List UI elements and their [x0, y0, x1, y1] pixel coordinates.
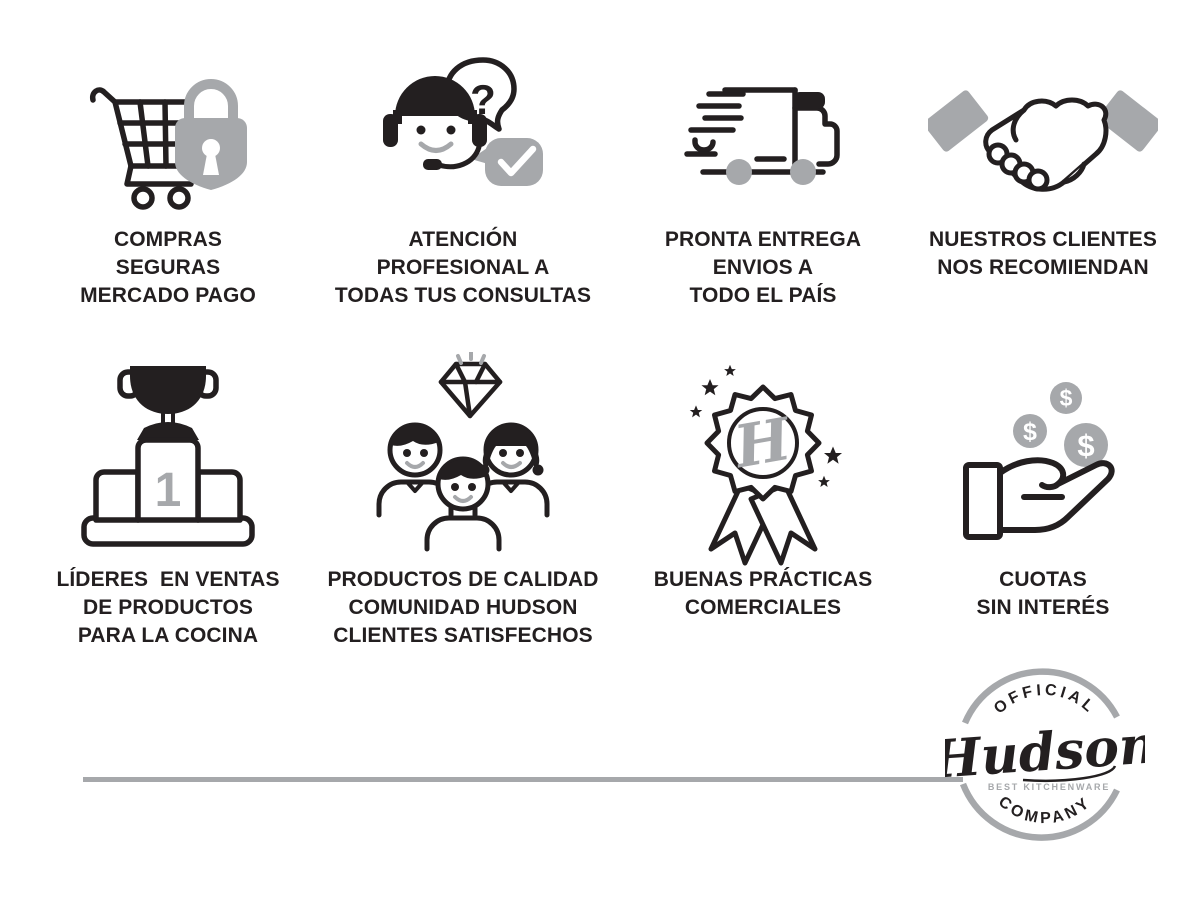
feature-caption: NUESTROS CLIENTES NOS RECOMIENDAN — [903, 226, 1183, 282]
feature-caption: PRODUCTOS DE CALIDAD COMUNIDAD HUDSON CL… — [323, 566, 603, 650]
logo-tagline: BEST KITCHENWARE — [988, 782, 1110, 792]
feature-good-practices: H BUENAS PRÁCTICAS COMERCIALES — [623, 350, 903, 622]
caption-line: TODAS TUS CONSULTAS — [334, 284, 592, 307]
caption-line: NUESTROS CLIENTES — [928, 228, 1158, 251]
logo-top-text: OFFICIAL — [991, 682, 1099, 718]
logo-ring-bottom — [959, 782, 1120, 841]
caption-line: SIN INTERÉS — [976, 596, 1110, 619]
feature-secure-purchases: COMPRAS SEGURAS MERCADO PAGO — [28, 50, 308, 310]
feature-caption: BUENAS PRÁCTICAS COMERCIALES — [623, 566, 903, 622]
coin-currency: $ — [1023, 418, 1037, 446]
caption-line: CUOTAS — [999, 568, 1087, 591]
award-ribbon-icon: H — [623, 350, 903, 566]
trophy-podium-icon: 1 — [28, 350, 308, 566]
divider-line — [83, 777, 963, 782]
hudson-logo: OFFICIAL COMPANY Hudson BEST KITCHENWARE — [945, 660, 1145, 860]
feature-caption: PRONTA ENTREGA ENVIOS A TODO EL PAÍS — [623, 226, 903, 310]
caption-line: PRONTA ENTREGA — [664, 228, 862, 251]
coin-currency: $ — [1060, 385, 1073, 411]
logo-brand: Hudson — [945, 714, 1145, 791]
caption-line: COMUNIDAD HUDSON — [348, 596, 578, 619]
logo-underline-flourish — [1022, 765, 1117, 783]
feature-professional-support: ? — [323, 50, 603, 310]
caption-line: NOS RECOMIENDAN — [937, 256, 1149, 279]
hand-coins-icon: $ $ $ — [903, 350, 1183, 566]
caption-line: CLIENTES SATISFECHOS — [333, 624, 593, 647]
caption-line: SEGURAS — [115, 256, 221, 279]
feature-quality-products: PRODUCTOS DE CALIDAD COMUNIDAD HUDSON CL… — [323, 350, 603, 650]
caption-line: LÍDERES EN VENTAS — [56, 568, 280, 591]
caption-line: COMERCIALES — [684, 596, 842, 619]
coin-currency: $ — [1077, 428, 1094, 463]
caption-line: COMPRAS — [113, 228, 223, 251]
caption-line: ATENCIÓN — [408, 228, 518, 251]
feature-installments: $ $ $ CUOTAS SIN INTERÉS — [903, 350, 1183, 622]
caption-line: PROFESIONAL A — [376, 256, 550, 279]
feature-caption: CUOTAS SIN INTERÉS — [903, 566, 1183, 622]
support-agent-icon: ? — [323, 50, 603, 226]
caption-line: PRODUCTOS DE CALIDAD — [327, 568, 599, 591]
feature-sales-leaders: 1 LÍDERES EN VENTAS DE PRODUCTOS PARA LA… — [28, 350, 308, 650]
community-diamond-icon — [323, 350, 603, 566]
feature-clients-recommend: NUESTROS CLIENTES NOS RECOMIENDAN — [903, 50, 1183, 282]
feature-fast-delivery: PRONTA ENTREGA ENVIOS A TODO EL PAÍS — [623, 50, 903, 310]
caption-line: MERCADO PAGO — [80, 284, 256, 307]
logo-bottom-text: COMPANY — [995, 793, 1095, 827]
delivery-truck-icon — [623, 50, 903, 226]
caption-line: DE PRODUCTOS — [83, 596, 253, 619]
caption-line: BUENAS PRÁCTICAS — [653, 568, 873, 591]
caption-line: TODO EL PAÍS — [689, 284, 837, 307]
cart-lock-icon — [28, 50, 308, 226]
feature-caption: LÍDERES EN VENTAS DE PRODUCTOS PARA LA C… — [28, 566, 308, 650]
caption-line: ENVIOS A — [712, 256, 814, 279]
feature-caption: COMPRAS SEGURAS MERCADO PAGO — [28, 226, 308, 310]
handshake-icon — [903, 50, 1183, 226]
feature-caption: ATENCIÓN PROFESIONAL A TODAS TUS CONSULT… — [323, 226, 603, 310]
rank-number: 1 — [155, 464, 182, 517]
logo-ring-top — [962, 668, 1120, 725]
caption-line: PARA LA COCINA — [77, 624, 259, 647]
